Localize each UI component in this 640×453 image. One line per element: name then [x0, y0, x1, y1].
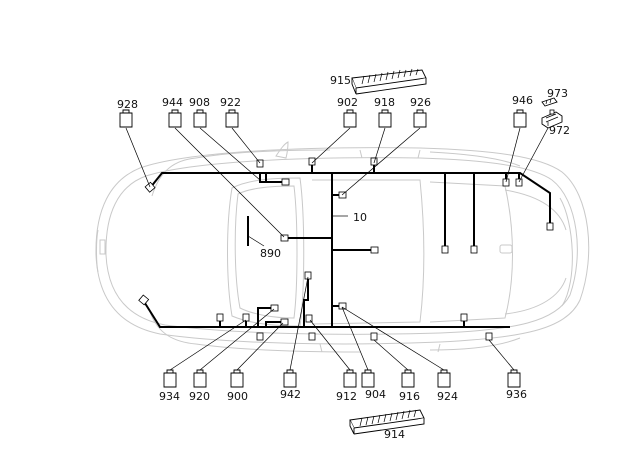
- connector-944-symbol: [168, 109, 182, 128]
- connector-972-symbol: [541, 109, 563, 129]
- callout-10: 10: [353, 211, 367, 224]
- harness-nodes: [138, 157, 554, 341]
- callout-944: 944: [162, 96, 183, 109]
- callout-912: 912: [336, 390, 357, 403]
- callout-928: 928: [117, 98, 138, 111]
- callout-900: 900: [227, 390, 248, 403]
- wiring-harness: [142, 162, 551, 328]
- callout-labels: 915 928 944 908 922 902 918 926 946 973 …: [117, 74, 570, 441]
- connector-914-symbol: [349, 409, 425, 435]
- connector-924-symbol: [437, 369, 451, 388]
- connector-symbols: [119, 68, 563, 435]
- connector-942-symbol: [283, 369, 297, 388]
- connector-904-symbol: [361, 369, 375, 388]
- callout-915: 915: [330, 74, 351, 87]
- connector-916-symbol: [401, 369, 415, 388]
- connector-928-symbol: [119, 109, 133, 128]
- connector-918-symbol: [378, 109, 392, 128]
- callout-936: 936: [506, 388, 527, 401]
- callout-902: 902: [337, 96, 358, 109]
- connector-920-symbol: [193, 369, 207, 388]
- callout-926: 926: [410, 96, 431, 109]
- connector-915-symbol: [351, 68, 427, 95]
- connector-946-symbol: [513, 109, 527, 128]
- callout-890: 890: [260, 247, 281, 260]
- connector-912-symbol: [343, 369, 357, 388]
- callout-972: 972: [549, 124, 570, 137]
- connector-936-symbol: [507, 369, 521, 388]
- callout-918: 918: [374, 96, 395, 109]
- car-outline: [95, 141, 590, 353]
- callout-946: 946: [512, 94, 533, 107]
- callout-920: 920: [189, 390, 210, 403]
- connector-973-symbol: [541, 97, 558, 107]
- connector-902-symbol: [343, 109, 357, 128]
- connector-908-symbol: [193, 109, 207, 128]
- callout-942: 942: [280, 388, 301, 401]
- callout-916: 916: [399, 390, 420, 403]
- connector-926-symbol: [413, 109, 427, 128]
- callout-973: 973: [547, 87, 568, 100]
- callout-924: 924: [437, 390, 458, 403]
- connector-900-symbol: [230, 369, 244, 388]
- connector-922-symbol: [225, 109, 239, 128]
- leader-lines: [125, 127, 549, 371]
- callout-922: 922: [220, 96, 241, 109]
- connector-934-symbol: [163, 369, 177, 388]
- callout-904: 904: [365, 388, 386, 401]
- callout-914: 914: [384, 428, 405, 441]
- callout-934: 934: [159, 390, 180, 403]
- callout-908: 908: [189, 96, 210, 109]
